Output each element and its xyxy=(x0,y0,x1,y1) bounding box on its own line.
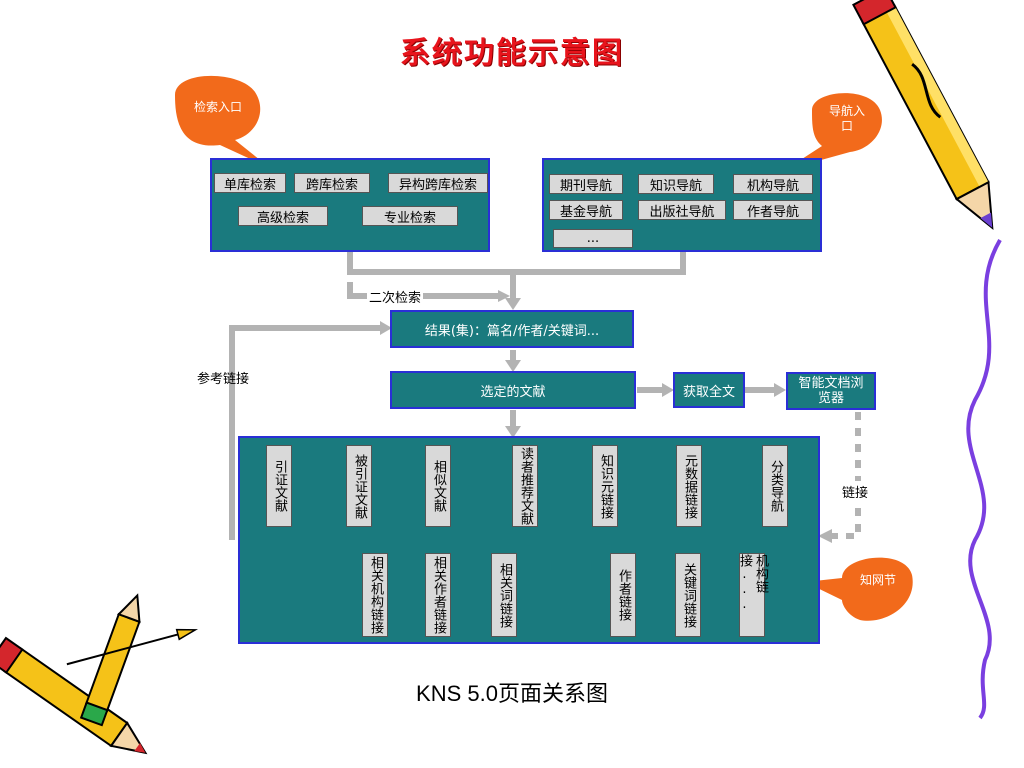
knowledge-element-link-box: 知识元链接 xyxy=(592,445,618,527)
single-db-search-box: 单库检索 xyxy=(214,173,286,193)
link-label: 链接 xyxy=(842,481,869,502)
secondary-search-label: 二次检索 xyxy=(367,287,424,306)
results-box: 结果(集)：篇名/作者/关键词... xyxy=(390,310,634,348)
publisher-nav-box: 出版社导航 xyxy=(638,200,726,220)
node-label: 知网节 xyxy=(859,573,896,587)
metadata-link-box: 元数据链接 xyxy=(676,445,702,527)
pencil-icon-bottom-left-3 xyxy=(66,628,199,666)
nav-entry-label: 导航入口 xyxy=(828,104,865,133)
related-institution-link-box: 相关机构链接 xyxy=(362,553,388,637)
node-bubble xyxy=(805,557,913,621)
more-nav-box: ... xyxy=(553,229,633,248)
selected-doc-box: 选定的文献 xyxy=(390,371,636,409)
recommended-docs-box: 读者推荐文献 xyxy=(512,445,538,527)
nav-entry-bubble xyxy=(785,93,882,170)
advanced-search-box: 高级检索 xyxy=(238,206,328,226)
institution-nav-box: 机构导航 xyxy=(733,174,813,194)
knowledge-nav-box: 知识导航 xyxy=(638,174,714,194)
citing-docs-box: 引证文献 xyxy=(266,445,292,527)
author-link-box: 作者链接 xyxy=(610,553,636,637)
cross-db-search-box: 跨库检索 xyxy=(294,173,370,193)
author-nav-box: 作者导航 xyxy=(733,200,813,220)
institution-link-box: 机构链接... xyxy=(737,553,768,637)
slide-title: 系统功能示意图 xyxy=(400,36,624,71)
expert-search-box: 专业检索 xyxy=(362,206,458,226)
fulltext-box: 获取全文 xyxy=(673,372,745,408)
related-word-link-box: 相关词链接 xyxy=(491,553,517,637)
pencil-icon-top-right xyxy=(852,0,994,230)
smart-browser-box: 智能文档浏览器 xyxy=(786,372,876,410)
similar-docs-box: 相似文献 xyxy=(425,445,451,527)
pencil-icon-bottom-left-2 xyxy=(79,593,141,727)
fund-nav-box: 基金导航 xyxy=(549,200,623,220)
search-entry-bubble xyxy=(175,75,270,168)
classification-nav-box: 分类导航 xyxy=(762,445,788,527)
related-author-link-box: 相关作者链接 xyxy=(425,553,451,637)
hetero-cross-db-search-box: 异构跨库检索 xyxy=(388,173,488,193)
journal-nav-box: 期刊导航 xyxy=(549,174,623,194)
search-entry-label: 检索入口 xyxy=(193,100,242,114)
squiggle-decoration xyxy=(966,238,1002,720)
keyword-link-box: 关键词链接 xyxy=(675,553,701,637)
slide-caption: KNS 5.0页面关系图 xyxy=(416,681,608,706)
cited-docs-box: 被引证文献 xyxy=(346,445,372,527)
ref-link-label: 参考链接 xyxy=(197,372,250,387)
